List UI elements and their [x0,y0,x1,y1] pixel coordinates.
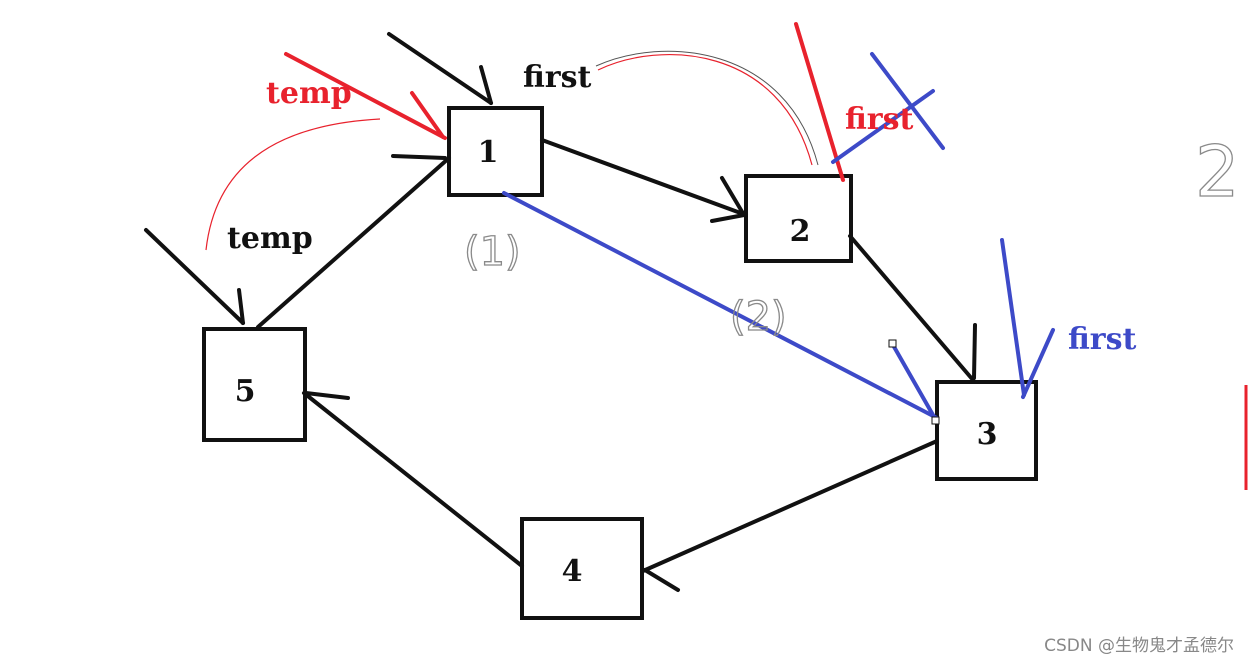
temp-red-pointer [284,52,447,140]
node-1-box [447,106,544,197]
temp-red-arrowhead [410,91,445,139]
node-5-label: 5 [235,374,256,409]
edge-1-3-blue-arrowhead [891,343,935,417]
first-blue-arrowhead [1021,328,1055,399]
first-pointer-line [387,32,493,105]
handle-square [888,339,897,348]
strike-first-red-b [831,89,935,164]
label-first-blue: first [1068,322,1137,357]
blue-strokes [502,52,1055,420]
red-curves [205,54,813,251]
node-1-label: 1 [478,135,499,170]
label-temp-red: temp [266,76,352,111]
label-first-red: first [845,102,914,137]
node-2-box [744,174,853,263]
first-red-pointer [794,22,845,182]
edge-5-1-arrowhead [391,154,447,160]
edge-5-1 [256,156,451,329]
edge-4-5 [302,391,524,568]
edge-3-4-arrowhead [643,568,680,592]
node-3-label: 3 [977,417,998,452]
temp-pointer-arrowhead [237,288,245,325]
edge-1-2 [540,138,748,217]
node-5-box [202,327,307,442]
gray-curve-first [595,50,819,166]
step-1-marker: (1) [464,229,521,275]
first-blue-pointer [1000,238,1026,397]
black-edges [144,32,977,592]
edge-1-2-arrowhead [710,176,748,223]
edge-1-3-blue [502,191,939,420]
handle-square [931,416,940,425]
red-curve-temp [205,118,381,251]
node-4-box [520,517,644,620]
strike-first-red-a [870,52,945,150]
first-pointer-arrowhead [479,65,493,105]
label-temp-black: temp [227,221,313,256]
step-2-marker: (2) [730,294,787,340]
temp-pointer-line [144,228,245,325]
edge-4-5-arrowhead [304,391,350,400]
node-3-box [935,380,1038,481]
node-4-label: 4 [562,554,583,589]
watermark: CSDN @生物鬼才孟德尔 [1044,636,1234,656]
label-first-black: first [523,60,592,95]
edge-2-3-arrowhead [972,323,977,380]
node-2-label: 2 [790,214,811,249]
edge-2-3 [848,234,975,382]
edge-3-4 [641,439,939,573]
red-strokes [284,22,845,182]
red-curve-first [597,54,813,166]
side-mark: 2 [1195,131,1240,213]
